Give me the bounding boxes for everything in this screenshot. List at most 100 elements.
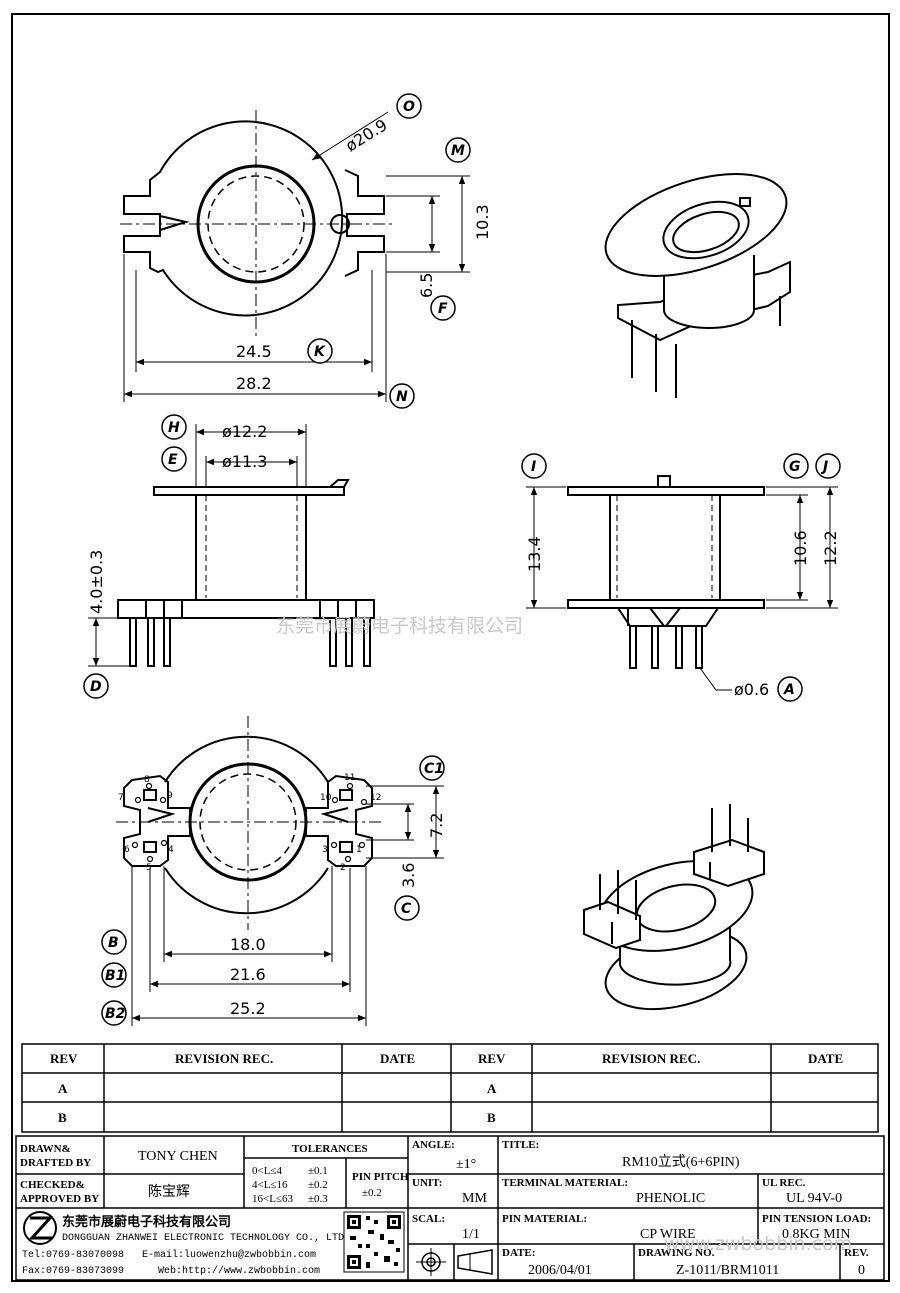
- bottom-view: [116, 716, 385, 930]
- pin-1: 1: [356, 845, 362, 855]
- angle-label: ANGLE:: [412, 1139, 455, 1151]
- pin-material-label: PIN MATERIAL:: [502, 1213, 587, 1225]
- pin-material-value: CP WIRE: [640, 1227, 696, 1242]
- svg-text:K: K: [314, 344, 326, 360]
- callout-H: H: [161, 414, 187, 440]
- pin-11: 11: [344, 773, 355, 783]
- date-header-1: DATE: [380, 1051, 415, 1066]
- top-view: [120, 110, 395, 340]
- qr-code: [343, 1211, 405, 1273]
- dim-18-0: 18.0: [230, 935, 266, 954]
- rev-row-b-left: B: [58, 1110, 67, 1125]
- company-block: 东莞市展蔚电子科技有限公司 DONGGUAN ZHANWEI ELECTRONI…: [22, 1211, 405, 1277]
- pin-pitch-label: PIN PITCH: [352, 1171, 409, 1183]
- tol-value-1: ±0.1: [308, 1165, 328, 1177]
- tolerances-label: TOLERANCES: [292, 1143, 368, 1155]
- callout-N: N: [389, 383, 415, 409]
- dim-6-5: 6.5: [417, 273, 436, 298]
- rev-row-b-right: B: [487, 1110, 496, 1125]
- dim-7-2: 7.2: [427, 813, 446, 838]
- side-view: [567, 475, 765, 669]
- svg-text:A: A: [783, 682, 795, 698]
- company-tel: Tel:0769-83070098: [22, 1249, 124, 1261]
- callout-G: G: [783, 453, 809, 479]
- svg-text:B1: B1: [105, 968, 125, 984]
- callout-B2: B2: [101, 1000, 127, 1026]
- svg-text:B2: B2: [105, 1006, 125, 1022]
- pin-3: 3: [322, 845, 328, 855]
- sheet-border: [11, 13, 890, 1282]
- iso-view-bottom: [583, 804, 765, 1011]
- pin-numbers: 1 2 3 4 5 6 7 8 9 10 11 12: [118, 773, 381, 873]
- checked-value: 陈宝辉: [148, 1183, 190, 1200]
- pin-5: 5: [146, 863, 152, 873]
- checked-label: CHECKED&: [20, 1179, 85, 1191]
- drawing-no-label: DRAWING NO.: [638, 1247, 715, 1259]
- pin-tension-value: 0.8KG MIN: [782, 1227, 850, 1242]
- company-web: Web:http://www.zwbobbin.com: [158, 1265, 320, 1277]
- watermark: 东莞市展蔚电子科技有限公司: [276, 615, 523, 637]
- callout-K: K: [307, 338, 333, 364]
- callout-M: M: [445, 137, 471, 163]
- title-block-text: DRAWN& DRAFTED BY TONY CHEN CHECKED& APP…: [20, 1139, 871, 1278]
- pin-9: 9: [167, 791, 173, 801]
- pin-8: 8: [144, 775, 150, 785]
- dim-pin-diameter: ø0.6: [734, 680, 769, 699]
- dim-outer-diameter: ø20.9: [342, 115, 391, 155]
- revision-table: [21, 1043, 879, 1133]
- front-view-dims: [88, 424, 307, 667]
- drafted-label: DRAFTED BY: [20, 1157, 91, 1169]
- dim-4-0: 4.0±0.3: [87, 550, 106, 614]
- dim-10-6: 10.6: [791, 530, 810, 566]
- callout-I: I: [521, 453, 547, 479]
- svg-text:E: E: [168, 452, 178, 468]
- bottom-view-pin-holes: [131, 782, 368, 863]
- callout-F: F: [430, 295, 456, 321]
- dim-21-6: 21.6: [230, 965, 266, 984]
- date-value: 2006/04/01: [528, 1263, 592, 1278]
- top-view-dims: [123, 111, 470, 402]
- ul-rec-label: UL REC.: [762, 1177, 806, 1189]
- pin-pitch-value: ±0.2: [362, 1187, 382, 1199]
- dim-d-11-3: ø11.3: [222, 452, 267, 471]
- pin-tension-label: PIN TENSION LOAD:: [762, 1213, 871, 1225]
- front-view: [117, 479, 375, 667]
- date-label: DATE:: [502, 1247, 535, 1259]
- callout-B: B: [101, 929, 127, 955]
- title-value: RM10立式(6+6PIN): [622, 1154, 740, 1170]
- angle-value: ±1°: [456, 1157, 476, 1172]
- side-view-dims: [526, 486, 838, 691]
- tol-value-3: ±0.3: [308, 1193, 328, 1205]
- callout-B1: B1: [101, 962, 127, 988]
- svg-text:N: N: [396, 389, 408, 405]
- dim-25-2: 25.2: [230, 999, 266, 1018]
- callout-O: O: [396, 93, 422, 119]
- callout-C1: C1: [419, 755, 445, 781]
- rev-row-a-left: A: [58, 1081, 68, 1096]
- rev-label: REV.: [844, 1247, 869, 1259]
- tol-range-2: 4<L≤16: [252, 1179, 288, 1191]
- callout-J: J: [815, 453, 841, 479]
- title-label: TITLE:: [502, 1139, 539, 1151]
- company-email: E-mail:luowenzhu@zwbobbin.com: [142, 1249, 316, 1261]
- company-name-en: DONGGUAN ZHANWEI ELECTRONIC TECHNOLOGY C…: [62, 1233, 350, 1244]
- dim-28-2: 28.2: [236, 374, 272, 393]
- drawn-label: DRAWN&: [20, 1143, 71, 1155]
- dim-12-2: 12.2: [821, 530, 840, 566]
- company-name-cn: 东莞市展蔚电子科技有限公司: [62, 1214, 231, 1230]
- svg-text:C1: C1: [424, 761, 444, 777]
- dim-10-3: 10.3: [473, 204, 492, 240]
- rev-row-a-right: A: [487, 1081, 497, 1096]
- approved-label: APPROVED BY: [20, 1193, 99, 1205]
- drawn-value: TONY CHEN: [138, 1149, 218, 1164]
- tol-value-2: ±0.2: [308, 1179, 328, 1191]
- company-fax: Fax:0769-83073099: [22, 1266, 124, 1277]
- scale-value: 1/1: [462, 1227, 480, 1242]
- svg-text:I: I: [531, 459, 536, 475]
- title-block: [15, 1135, 885, 1281]
- callout-C: C: [394, 895, 420, 921]
- tol-range-3: 16<L≤63: [252, 1193, 293, 1205]
- svg-text:D: D: [90, 679, 102, 695]
- footer-watermark: www.zwbobbin.com: [664, 1233, 852, 1255]
